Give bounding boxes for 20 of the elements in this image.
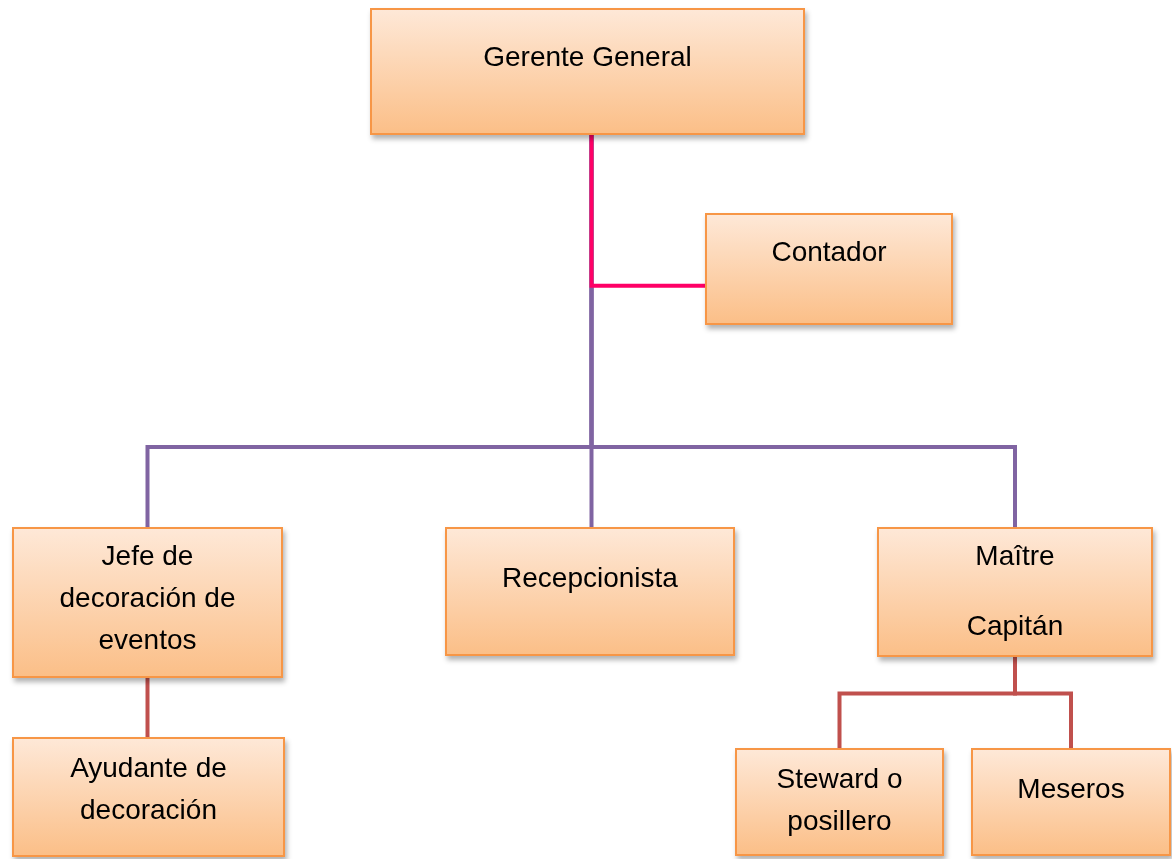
role-label: Steward o posillero (775, 762, 904, 838)
connector-line (145, 678, 150, 737)
connector-line (837, 657, 1017, 748)
org-box (705, 213, 953, 325)
role-label: Ayudante de decoración (69, 751, 228, 827)
org-box (12, 527, 283, 678)
org-box (877, 527, 1153, 657)
org-box (971, 748, 1171, 856)
role-label: Recepcionista (502, 561, 678, 595)
role-label: Gerente General (483, 40, 692, 74)
org-box (735, 748, 944, 856)
role-label: Capitán (966, 609, 1064, 643)
role-label: Meseros (1017, 772, 1125, 806)
org-box (445, 527, 735, 656)
role-label: Contador (771, 235, 887, 269)
org-box (12, 737, 285, 857)
org-box (370, 8, 805, 135)
connector-line (589, 135, 705, 288)
role-label: Maître (975, 539, 1055, 573)
role-label: Jefe de decoración de eventos (58, 539, 237, 657)
